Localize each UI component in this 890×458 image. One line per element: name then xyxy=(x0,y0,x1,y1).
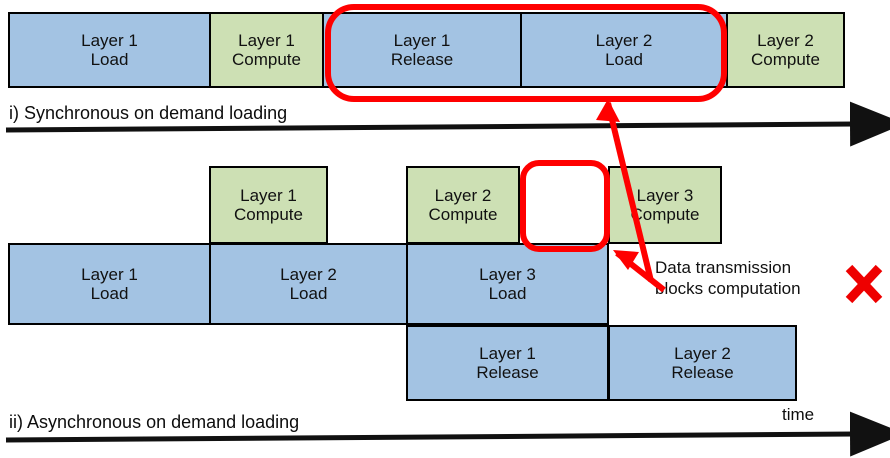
block-layer2-release-async: Layer 2 Release xyxy=(608,325,797,401)
block-line-2: Compute xyxy=(232,50,301,69)
block-line-1: Layer 1 xyxy=(240,185,297,205)
block-line-2: Load xyxy=(488,284,527,303)
block-line-2: Release xyxy=(476,363,539,382)
block-line-1: Layer 1 xyxy=(81,30,138,50)
block-line-1: Layer 2 xyxy=(595,30,653,50)
block-layer1-load-async: Layer 1 Load xyxy=(8,243,211,325)
block-line-1: Layer 2 xyxy=(757,30,814,50)
block-layer1-compute-async: Layer 1 Compute xyxy=(209,166,328,244)
annotation-line-2: blocks computation xyxy=(655,278,801,298)
block-line-2: Compute xyxy=(428,205,498,224)
block-layer1-compute-sync: Layer 1 Compute xyxy=(209,12,324,88)
block-layer1-release-async: Layer 1 Release xyxy=(406,325,609,401)
block-line-1: Layer 3 xyxy=(479,264,536,284)
block-line-2: Load xyxy=(90,284,129,303)
block-layer2-compute-async: Layer 2 Compute xyxy=(406,166,520,244)
block-layer2-load-sync: Layer 2 Load xyxy=(520,12,728,88)
block-line-2: Compute xyxy=(751,50,820,69)
block-layer3-load-async: Layer 3 Load xyxy=(406,243,609,325)
block-line-1: Layer 1 xyxy=(238,30,295,50)
block-line-1: Layer 3 xyxy=(636,185,694,205)
block-line-2: Release xyxy=(671,363,734,382)
time-axis-label: time xyxy=(782,405,815,424)
x-mark-icon xyxy=(845,264,883,304)
time-axis-panel-one xyxy=(5,101,890,147)
block-line-2: Load xyxy=(605,50,643,69)
block-layer1-release-sync: Layer 1 Release xyxy=(322,12,522,88)
panel-one-caption: i) Synchronous on demand loading xyxy=(9,103,288,123)
block-line-2: Load xyxy=(289,284,328,303)
block-line-2: Load xyxy=(90,50,129,69)
block-layer2-load-async: Layer 2 Load xyxy=(209,243,408,325)
time-axis-panel-two xyxy=(5,411,890,457)
panel-two-caption: ii) Asynchronous on demand loading xyxy=(9,412,300,432)
highlight-box-async-compute-gap xyxy=(520,160,610,252)
block-layer3-compute-async: Layer 3 Compute xyxy=(608,166,722,244)
block-line-2: Compute xyxy=(234,205,303,224)
block-line-1: Layer 2 xyxy=(434,185,492,205)
block-line-1: Layer 1 xyxy=(479,343,536,363)
block-line-1: Layer 1 xyxy=(393,30,451,50)
block-line-1: Layer 1 xyxy=(81,264,138,284)
block-line-1: Layer 2 xyxy=(674,343,731,363)
annotation-text: Data transmission blocks computation xyxy=(655,258,801,299)
block-layer2-compute-sync: Layer 2 Compute xyxy=(726,12,845,88)
block-line-2: Compute xyxy=(630,205,700,224)
block-layer1-load-sync: Layer 1 Load xyxy=(8,12,211,88)
annotation-line-1: Data transmission xyxy=(655,258,792,277)
block-line-2: Release xyxy=(390,50,454,69)
block-line-1: Layer 2 xyxy=(280,264,337,284)
